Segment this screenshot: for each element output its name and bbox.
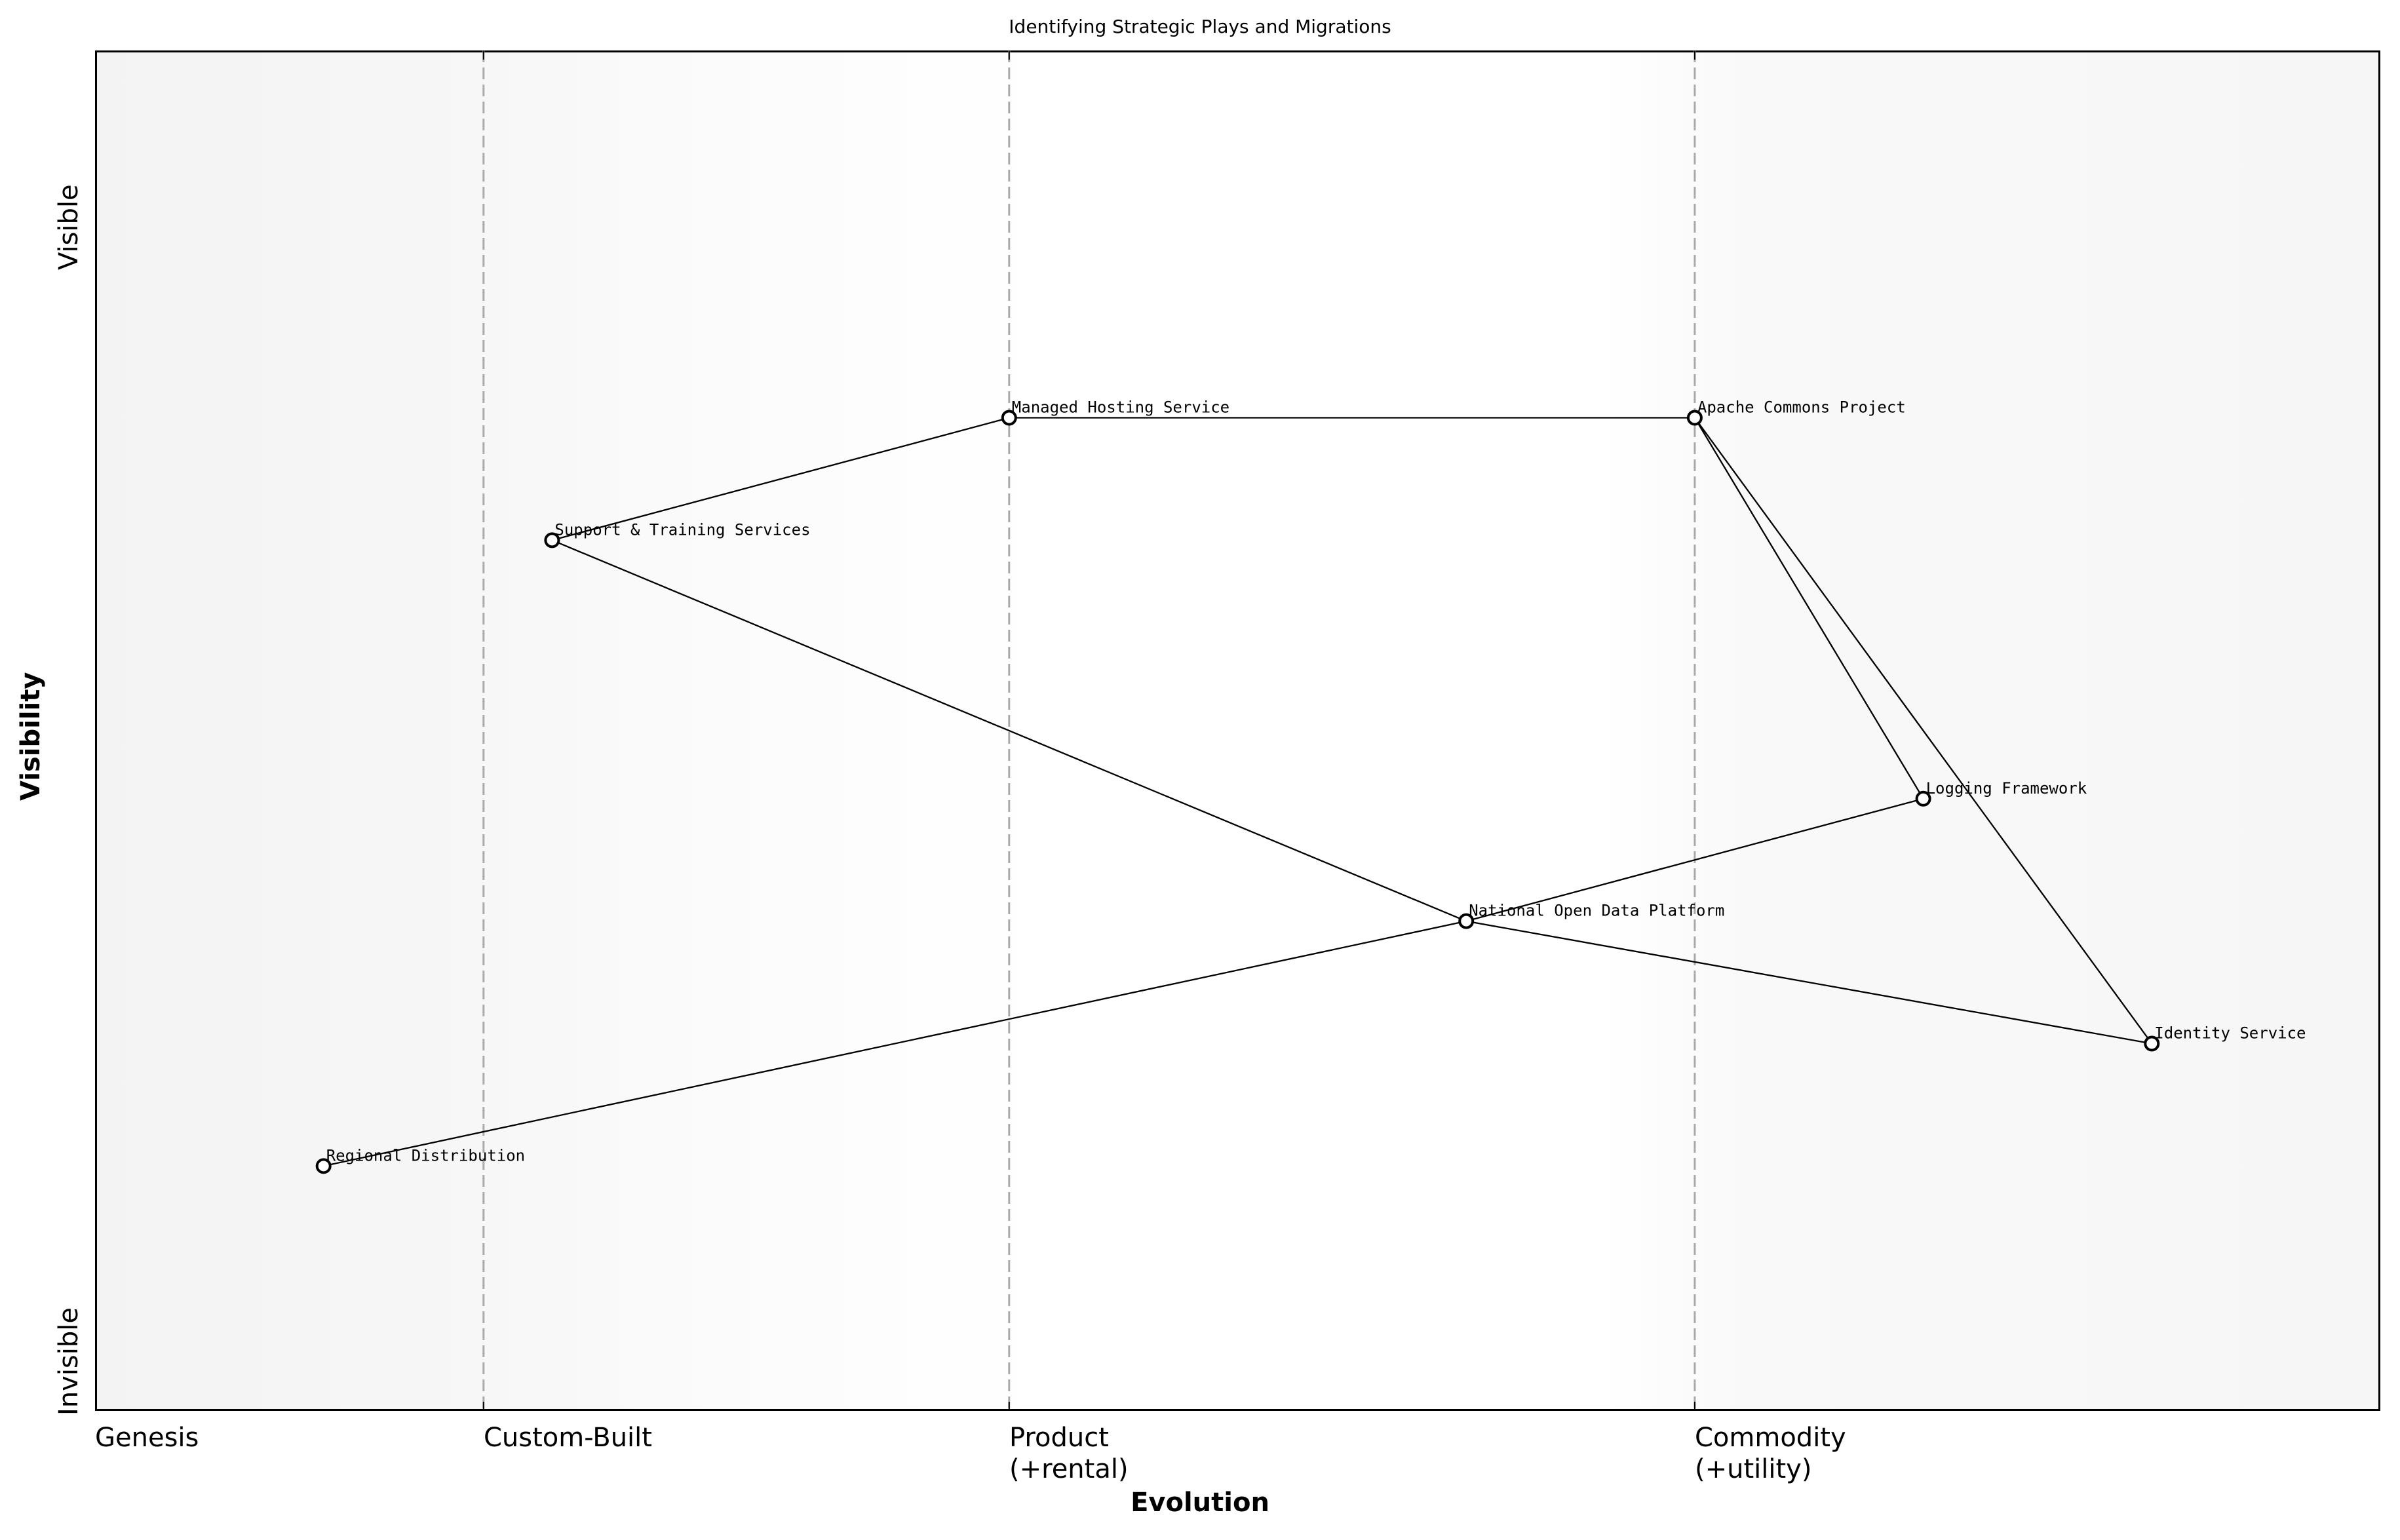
- plot-area: [95, 50, 2380, 1411]
- component-node[interactable]: [2144, 1035, 2160, 1052]
- component-label: Support & Training Services: [554, 520, 810, 539]
- y-axis-label: Visibility: [16, 672, 46, 801]
- dependency-line: [552, 417, 1010, 541]
- component-node[interactable]: [1915, 790, 1931, 807]
- x-tick-genesis: Genesis: [95, 1423, 199, 1453]
- dependency-line: [1465, 798, 1924, 922]
- x-tick-product: Product (+rental): [1009, 1423, 1129, 1484]
- component-node[interactable]: [544, 532, 560, 549]
- component-node[interactable]: [1686, 410, 1703, 426]
- x-tick-custom-built: Custom-Built: [484, 1423, 652, 1453]
- dependency-line: [323, 920, 1467, 1167]
- component-label: Managed Hosting Service: [1012, 398, 1229, 417]
- y-tick-invisible: Invisible: [54, 1307, 84, 1415]
- component-node[interactable]: [1001, 410, 1017, 426]
- component-label: National Open Data Platform: [1469, 902, 1724, 920]
- component-node[interactable]: [315, 1158, 332, 1174]
- dependency-line: [1694, 417, 2153, 1045]
- y-tick-visible: Visible: [54, 184, 84, 270]
- component-node[interactable]: [1458, 913, 1475, 929]
- component-label: Logging Framework: [1926, 779, 2087, 798]
- chart-title: Identifying Strategic Plays and Migratio…: [1009, 16, 1391, 37]
- x-axis-label: Evolution: [1131, 1488, 1269, 1518]
- dependency-line: [551, 539, 1467, 922]
- dependency-line: [1465, 920, 2152, 1045]
- x-tick-commodity: Commodity (+utility): [1695, 1423, 1846, 1484]
- component-label: Identity Service: [2154, 1024, 2306, 1042]
- component-label: Regional Distribution: [326, 1146, 525, 1165]
- component-label: Apache Commons Project: [1697, 398, 1906, 417]
- dependency-line: [1694, 417, 1924, 799]
